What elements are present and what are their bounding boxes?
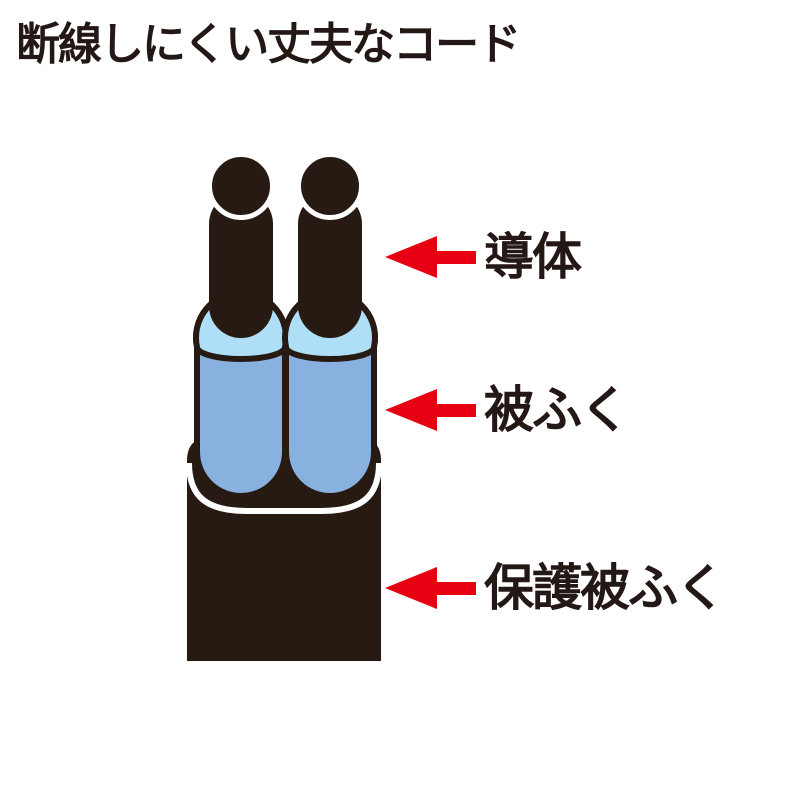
arrow-left-icon (385, 236, 476, 278)
label-insulation: 被ふく (484, 382, 630, 438)
arrow-tail (436, 581, 476, 595)
arrow-head (385, 236, 437, 278)
page-title: 断線しにくい丈夫なコード (16, 20, 521, 69)
conductor-left-body (209, 192, 273, 338)
label-protective-sheath: 保護被ふく (484, 560, 726, 616)
label-row-conductor: 導体 (385, 229, 582, 285)
arrow-head (385, 567, 437, 609)
arrow-left-icon (385, 389, 476, 431)
label-conductor: 導体 (484, 229, 582, 285)
arrow-tail (436, 403, 476, 417)
conductor-right-body (298, 192, 362, 338)
label-row-insulation: 被ふく (385, 382, 630, 438)
label-row-protective-sheath: 保護被ふく (385, 560, 726, 616)
arrow-tail (436, 250, 476, 264)
conductor-left-top (207, 152, 275, 220)
arrow-head (385, 389, 437, 431)
arrow-left-icon (385, 567, 476, 609)
conductor-right-top (296, 152, 364, 220)
sheath-cut-highlight (186, 462, 382, 514)
